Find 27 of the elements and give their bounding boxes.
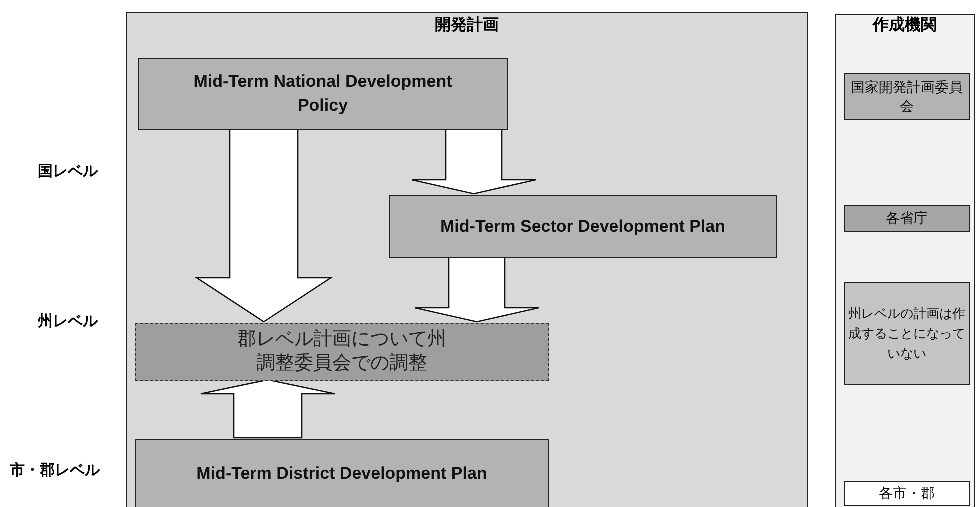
- agency-box: [844, 73, 970, 120]
- box-text: 国家開発計画委員会: [850, 78, 964, 116]
- panel-heading: 作成機関: [872, 16, 938, 36]
- panel: [126, 12, 808, 507]
- box-text: 州レベルの計画は作成することになっていない: [848, 304, 966, 362]
- box-text: Mid-Term National Development Policy: [192, 71, 454, 117]
- level-label: 市・郡レベル: [10, 461, 100, 480]
- level-label: 国レベル: [38, 162, 98, 181]
- coordination-box: [135, 323, 549, 381]
- agency-box: [844, 205, 970, 232]
- box-text: Mid-Term District Development Plan: [196, 463, 488, 485]
- level-label: 州レベル: [38, 312, 98, 331]
- process-box: [389, 195, 777, 258]
- box-text: 郡レベル計画について州調整委員会での調整: [236, 328, 448, 376]
- block-arrow: [200, 379, 336, 439]
- block-arrow: [414, 256, 540, 323]
- agency-box: [844, 481, 970, 506]
- agency-box: [844, 282, 970, 385]
- process-box: [135, 439, 549, 507]
- box-text: 各市・郡: [879, 484, 935, 503]
- box-text: 各省庁: [886, 209, 928, 228]
- process-box: [138, 58, 508, 130]
- panel-heading: 開発計画: [434, 15, 500, 36]
- panel: [835, 14, 975, 507]
- block-arrow: [194, 128, 334, 323]
- block-arrow: [411, 128, 537, 195]
- box-text: Mid-Term Sector Development Plan: [440, 216, 726, 238]
